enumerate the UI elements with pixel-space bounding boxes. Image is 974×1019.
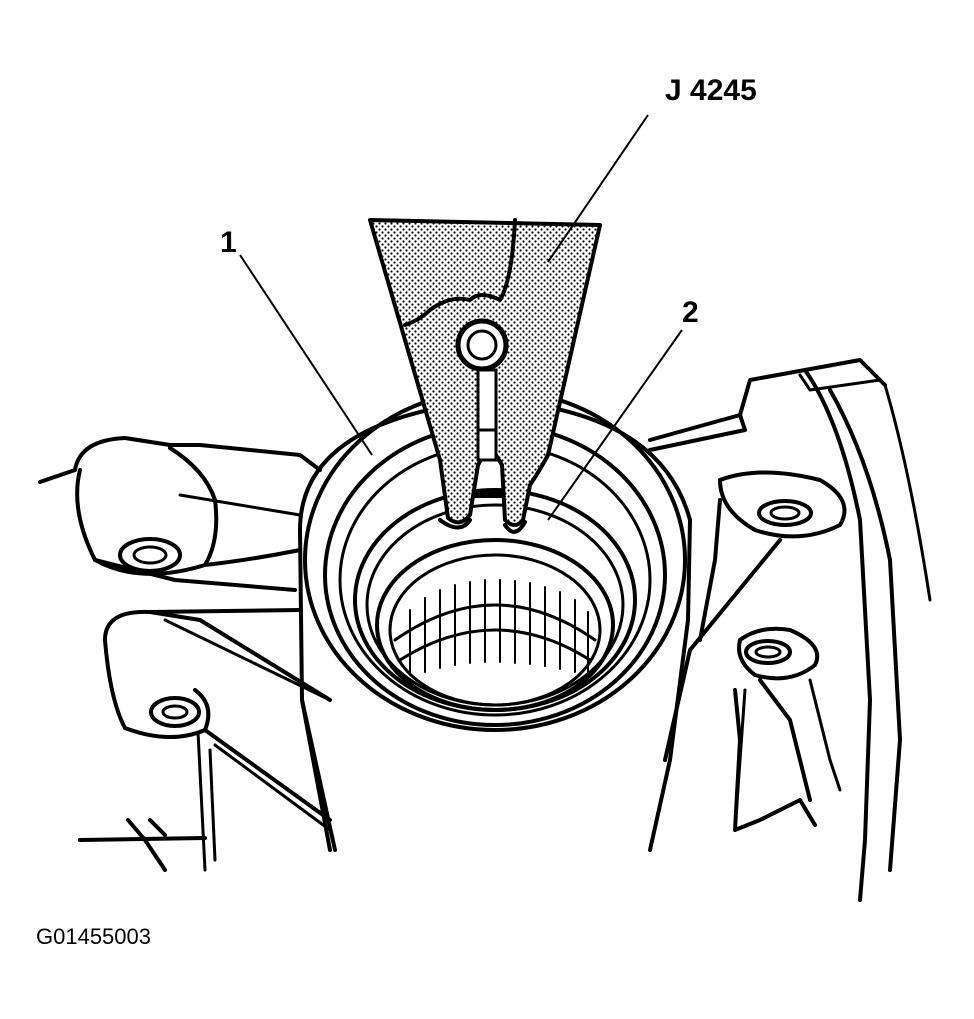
callout-tool-label: J 4245 [665, 74, 757, 107]
callout-item-1: 1 [220, 226, 237, 259]
leader-tool [547, 114, 649, 263]
callout-item-2: 2 [682, 296, 699, 329]
leader-lines [239, 114, 683, 521]
leader-item-1 [239, 254, 373, 456]
snap-ring-pliers [368, 218, 602, 534]
spline-teeth [409, 579, 589, 676]
figure-id: G01455003 [36, 924, 151, 949]
leader-item-2 [547, 329, 683, 521]
